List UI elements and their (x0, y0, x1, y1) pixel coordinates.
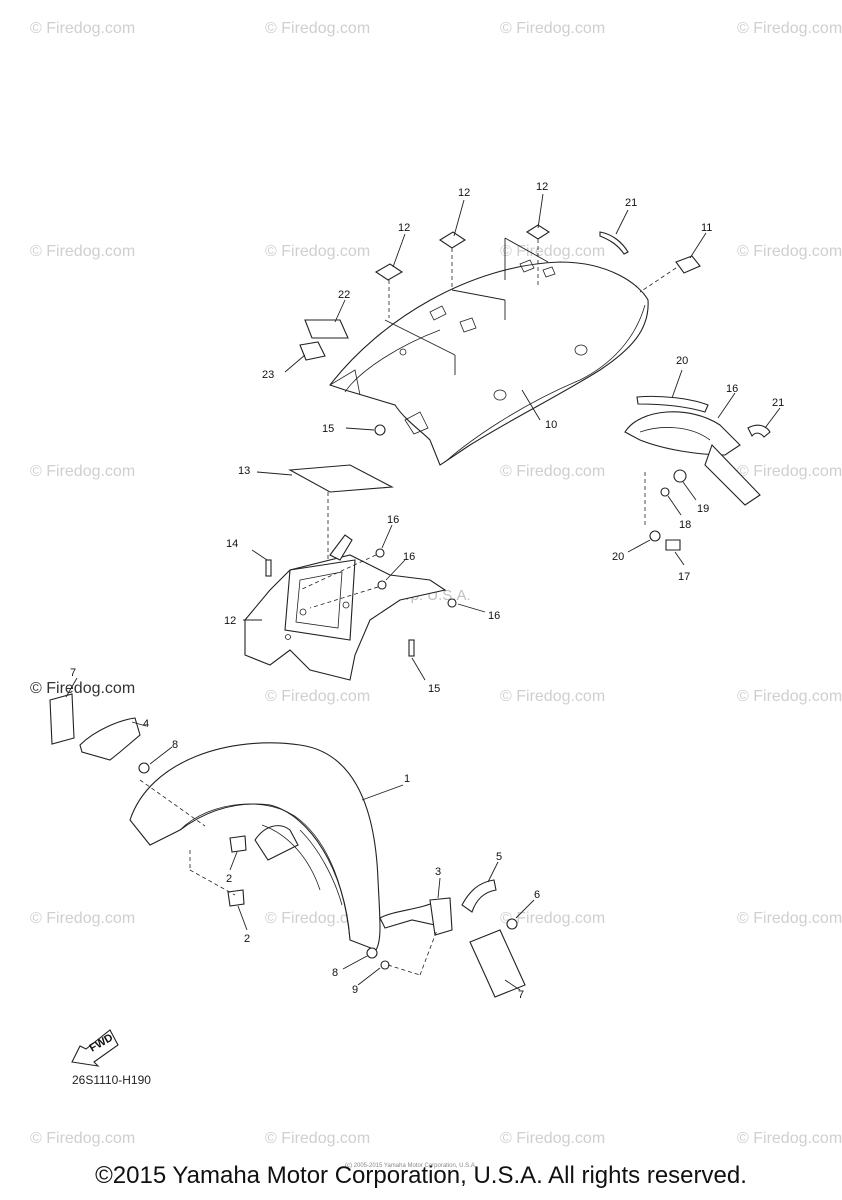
callout-7: 7 (70, 667, 76, 679)
callout-21: 21 (772, 397, 784, 409)
rear-fender (329, 259, 649, 466)
watermark: © Firedog.com (500, 688, 606, 705)
watermark: © Firedog.com (737, 910, 842, 927)
callout-12: 12 (536, 181, 548, 193)
fwd-arrow-icon: FWD (71, 1029, 119, 1067)
bolt-2 (229, 835, 247, 853)
callout-12: 12 (458, 187, 470, 199)
clip-15 (265, 559, 272, 577)
washer-20 (673, 469, 687, 483)
nut-8 (138, 762, 150, 774)
bracket-3 (379, 899, 446, 929)
nut-16 (375, 548, 385, 558)
bolt-18 (665, 539, 681, 551)
callout-1: 1 (404, 773, 410, 785)
callout-4: 4 (143, 718, 149, 730)
grommet-11 (675, 255, 701, 274)
watermark: © Firedog.com (265, 688, 371, 705)
pad-24 (299, 341, 326, 361)
bolt-2 (227, 889, 245, 907)
callout-21: 20 (676, 355, 688, 367)
callout-16: 16 (488, 610, 500, 622)
nut-8 (366, 947, 378, 959)
watermark: © Firedog.com (265, 1130, 371, 1147)
watermark: © Firedog.com (30, 243, 136, 260)
watermark: © Firedog.com (500, 243, 606, 260)
callout-5: 5 (496, 851, 502, 863)
reflector-7 (469, 929, 526, 998)
callout-16: 15 (322, 423, 334, 435)
nut-16 (377, 580, 387, 590)
diagram-code: 26S1110-H190 (72, 1073, 151, 1087)
nut-6 (506, 918, 518, 930)
callout-8: 8 (172, 739, 178, 751)
callout-12: 12 (398, 222, 410, 234)
strip-22 (599, 231, 629, 255)
plate-23 (304, 319, 349, 339)
callout-3: 3 (435, 866, 441, 878)
callout-17: 16 (726, 383, 738, 395)
callout-13: 12 (224, 615, 236, 627)
callout-18: 17 (678, 571, 690, 583)
sticker-12 (374, 224, 551, 281)
watermark: © Firedog.com (30, 910, 136, 927)
bracket-3 (429, 897, 453, 936)
watermark: © Firedog.com (500, 463, 606, 480)
callout-19: 18 (679, 519, 691, 531)
bracket-17 (624, 395, 771, 506)
washer-20 (649, 530, 661, 542)
callout-15: 14 (226, 538, 238, 550)
watermark: © Firedog.com (30, 680, 136, 697)
callout-16: 16 (403, 551, 415, 563)
watermark: © Firedog.com (30, 20, 136, 37)
watermark: © Firedog.com (30, 1130, 136, 1147)
watermark: © Firedog.com (265, 20, 371, 37)
watermark: © Firedog.com (30, 463, 136, 480)
watermark: © Firedog.com (265, 243, 371, 260)
clip-15 (408, 639, 415, 657)
nut-19 (660, 487, 670, 497)
callout-6: 6 (534, 889, 540, 901)
callout-14: 13 (238, 465, 250, 477)
bracket-4 (79, 717, 141, 761)
watermark: © Firedog.com (737, 463, 842, 480)
callout-20: 20 (612, 551, 624, 563)
watermark: © Firedog.com (500, 1130, 606, 1147)
callout-22: 21 (625, 197, 637, 209)
callout-8: 8 (332, 967, 338, 979)
callout-9: 9 (352, 984, 358, 996)
plate-14 (288, 464, 394, 493)
front-fender (129, 742, 381, 951)
callout-11: 11 (701, 222, 712, 234)
watermark: © Firedog.com (737, 243, 842, 260)
watermark: © Firedog.com (500, 910, 606, 927)
washer-9 (380, 960, 390, 970)
watermark: © Firedog.com (737, 1130, 842, 1147)
copyright-fine-print: (c) 2005-2015 Yamaha Motor Corporation, … (345, 1163, 477, 1169)
bolt-16 (374, 424, 386, 436)
bracket-13 (244, 534, 447, 681)
callout-24: 23 (262, 369, 274, 381)
callouts: 1 2 2 3 4 5 6 7 7 8 8 9 10 11 12 12 12 1… (70, 181, 784, 1001)
watermark: © Firedog.com (500, 20, 606, 37)
callout-10: 10 (545, 419, 557, 431)
clip-5 (461, 879, 497, 913)
callout-2: 2 (226, 873, 232, 885)
nut-16 (447, 598, 457, 608)
callout-15: 15 (428, 683, 440, 695)
watermark: © Firedog.com (737, 688, 842, 705)
copyright-notice: ©2015 Yamaha Motor Corporation, U.S.A. A… (95, 1162, 747, 1189)
callout-16: 16 (387, 514, 399, 526)
reflector-7 (49, 693, 75, 745)
callout-23: 22 (338, 289, 350, 301)
callout-7: 7 (518, 989, 524, 1001)
watermark: © Firedog.com (265, 910, 371, 927)
callout-20: 19 (697, 503, 709, 515)
watermark: © Firedog.com (737, 20, 842, 37)
callout-2: 2 (244, 933, 250, 945)
